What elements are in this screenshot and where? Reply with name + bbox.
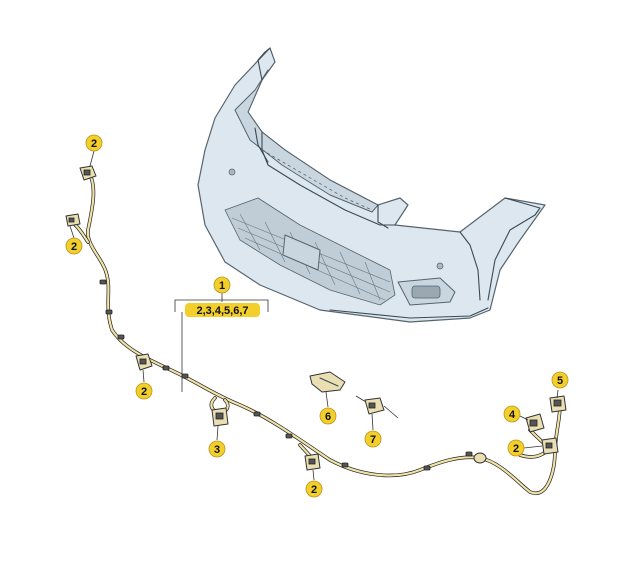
sensor-top-left	[79, 165, 97, 181]
svg-text:1: 1	[219, 280, 225, 292]
callout-7: 7	[364, 430, 382, 448]
svg-text:4: 4	[509, 409, 516, 421]
callout-1: 1	[213, 276, 231, 294]
svg-text:2,3,4,5,6,7: 2,3,4,5,6,7	[197, 305, 249, 317]
callout-2-mid-left: 2	[135, 382, 153, 400]
bracket-6	[309, 371, 346, 393]
sensor-mid-left	[135, 353, 153, 371]
callout-group-list: 2,3,4,5,6,7	[185, 303, 260, 317]
harness-clips	[99, 279, 473, 471]
callout-2-left: 2	[65, 237, 83, 255]
svg-text:7: 7	[370, 434, 376, 446]
callout-2-top-left: 2	[85, 134, 103, 152]
svg-text:2: 2	[311, 484, 317, 496]
leader-lines	[69, 150, 559, 481]
callout-2-right: 2	[507, 439, 525, 457]
connector-4	[525, 413, 545, 433]
svg-text:5: 5	[557, 375, 563, 387]
harness-grommet	[473, 452, 487, 464]
svg-text:2: 2	[91, 138, 97, 150]
svg-text:3: 3	[214, 444, 220, 456]
clip-7	[355, 395, 399, 419]
front-bumper	[197, 47, 546, 323]
callout-2-bottom: 2	[305, 480, 323, 498]
sensor-left	[65, 213, 81, 227]
callout-6: 6	[319, 407, 337, 425]
sensor-right	[541, 437, 559, 455]
sensor-bottom	[304, 453, 321, 471]
bracket-3	[211, 407, 229, 427]
svg-text:2: 2	[513, 443, 519, 455]
connector-5	[549, 395, 567, 413]
callout-3: 3	[208, 440, 226, 458]
svg-text:2: 2	[141, 386, 147, 398]
callout-4: 4	[503, 405, 521, 423]
callout-5: 5	[551, 371, 569, 389]
svg-text:2: 2	[71, 241, 77, 253]
svg-text:6: 6	[325, 411, 331, 423]
